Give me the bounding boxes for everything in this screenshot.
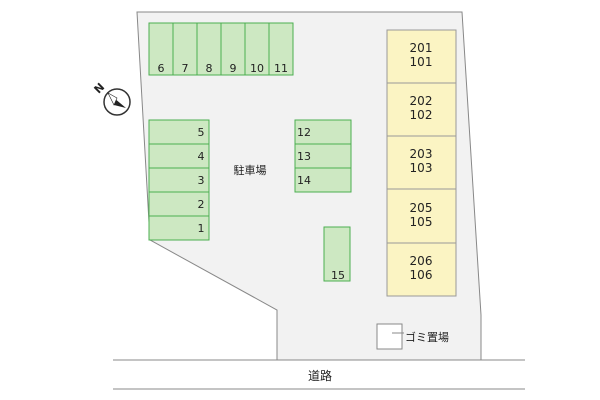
parking-number: 7 [182, 62, 189, 75]
parking-center-column: 12 13 14 [294, 119, 352, 193]
unit-number-upper: 205 [410, 201, 433, 215]
parking-number: 3 [198, 174, 205, 187]
parking-number: 8 [206, 62, 213, 75]
parking-number: 1 [198, 222, 205, 235]
parking-number: 4 [198, 150, 205, 163]
parking-number: 13 [297, 150, 311, 163]
parking-left-column: 5 4 3 2 1 [148, 119, 210, 241]
unit-number-lower: 102 [410, 108, 433, 122]
parking-number: 10 [250, 62, 264, 75]
unit-number-lower: 105 [410, 215, 433, 229]
parking-single: 15 [323, 226, 351, 282]
parking-space [148, 119, 210, 145]
unit-number-upper: 202 [410, 94, 433, 108]
unit-block [386, 188, 457, 244]
unit-number-upper: 201 [410, 41, 433, 55]
parking-space [172, 22, 198, 76]
parking-space [294, 167, 352, 193]
parking-space [294, 143, 352, 169]
unit-number-lower: 103 [410, 161, 433, 175]
lot-label: 駐車場 [234, 163, 267, 177]
unit-number-lower: 101 [410, 55, 433, 69]
parking-number: 11 [274, 62, 288, 75]
unit-number-upper: 206 [410, 254, 433, 268]
parking-space [268, 22, 294, 76]
unit-block [386, 135, 457, 190]
parking-space [148, 167, 210, 193]
parking-space [196, 22, 222, 76]
parking-space [244, 22, 270, 76]
parking-space [294, 119, 352, 145]
parking-number: 14 [297, 174, 311, 187]
road-label: 道路 [308, 368, 332, 383]
compass-north-label: N [91, 80, 107, 96]
unit-number-lower: 106 [410, 268, 433, 282]
unit-block [386, 82, 457, 137]
parking-number: 2 [198, 198, 205, 211]
trash-area [376, 323, 403, 350]
parking-space [148, 143, 210, 169]
parking-number: 9 [230, 62, 237, 75]
unit-block [386, 242, 457, 297]
parking-space [220, 22, 246, 76]
unit-block [386, 29, 457, 84]
north-arrow-icon: N [91, 80, 131, 116]
parking-number: 6 [158, 62, 165, 75]
unit-number-upper: 203 [410, 147, 433, 161]
parking-space [323, 226, 351, 282]
trash-label: ゴミ置場 [405, 330, 449, 344]
building: 201 101 202 102 203 103 205 105 206 106 [386, 29, 457, 297]
parking-space [148, 215, 210, 241]
parking-number: 12 [297, 126, 311, 139]
parking-number: 15 [331, 269, 345, 282]
parking-top-row: 6 7 8 9 10 11 [148, 22, 294, 76]
parking-number: 5 [198, 126, 205, 139]
